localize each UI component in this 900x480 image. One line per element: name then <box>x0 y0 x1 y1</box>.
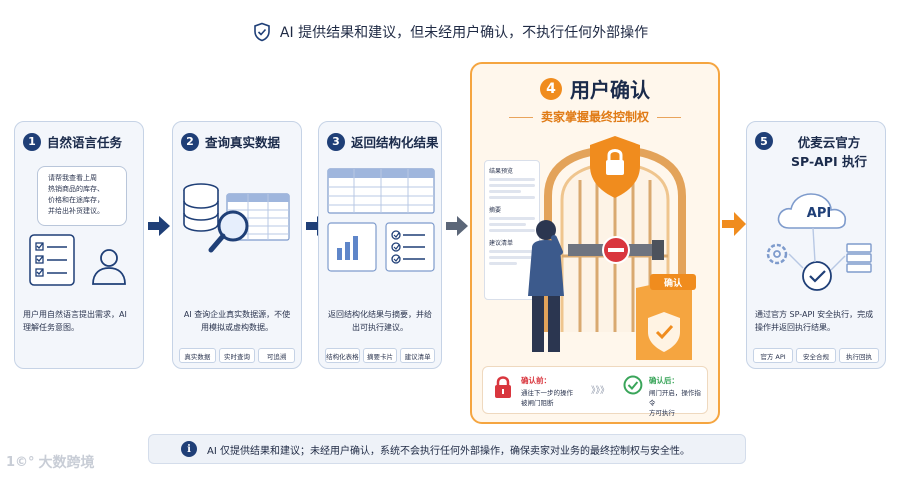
tag-realtime-query: 实时查询 <box>218 348 256 363</box>
bubble-line: 热销商品的库存、 <box>48 185 104 193</box>
step-5-description: 通过官方 SP-API 安全执行，完成操作并返回执行结果。 <box>755 310 874 332</box>
tag-official-api: 官方 API <box>753 348 793 363</box>
after-text-line: 方可执行 <box>648 409 675 417</box>
step-4-number: 4 <box>540 77 562 100</box>
step-2-title: 查询真实数据 <box>205 135 281 150</box>
banner-text: AI 提供结果和建议，但未经用户确认，不执行任何外部操作 <box>279 25 649 41</box>
step-1-card: 1 自然语言任务 请帮我查看上周 热销商品的库存、 价格和在途库存， 并给出补货… <box>14 121 144 369</box>
api-cloud-icon <box>766 193 872 291</box>
status-separator: 》》》 <box>591 386 610 396</box>
before-text-line: 被闸门阻断 <box>521 399 554 407</box>
step-3-number: 3 <box>327 132 345 151</box>
step-1-title: 自然语言任务 <box>47 135 123 150</box>
check-circle-icon <box>623 375 643 395</box>
tag-structured-table: 结构化表格 <box>325 348 360 363</box>
person-icon <box>528 220 564 352</box>
tag-suggestion-list: 建议清单 <box>400 348 436 363</box>
tag-real-data: 真实数据 <box>179 348 216 363</box>
flow-arrow-3 <box>446 216 468 240</box>
lock-icon <box>495 376 511 398</box>
after-title: 确认后： <box>648 376 679 385</box>
preview-summary-label: 摘要 <box>489 207 502 214</box>
bubble-line: 价格和在途库存， <box>48 196 104 204</box>
top-banner: AI 提供结果和建议，但未经用户确认，不执行任何外部操作 <box>0 18 900 46</box>
bubble-line: 并给出补货建议。 <box>48 207 104 215</box>
database-search-icon <box>183 183 290 253</box>
step-3-title: 返回结构化结果 <box>351 135 439 150</box>
step-2-description: AI 查询企业真实数据源，不使用模拟或虚构数据。 <box>183 310 291 332</box>
step-2-number: 2 <box>181 132 199 151</box>
step-2-card: 2 查询真实数据 AI 查询企业真实数据源，不使用模拟或虚构数据。 真实数据 实… <box>172 121 302 369</box>
preview-list-label: 建议清单 <box>489 240 514 247</box>
before-title: 确认前： <box>521 376 551 385</box>
shield-check-icon <box>254 22 270 42</box>
after-text-line: 闸门开启，操作指令 <box>648 389 701 407</box>
summary-card-icon <box>327 222 377 272</box>
structured-table-icon <box>327 168 435 214</box>
footer-text: AI 仅提供结果和建议；未经用户确认，系统不会执行任何外部操作，确保卖家对业务的… <box>207 445 690 457</box>
step-5-title-line: SP-API 执行 <box>791 154 867 169</box>
watermark: 1©° 大数跨境 <box>6 452 95 472</box>
footer-note: i AI 仅提供结果和建议；未经用户确认，系统不会执行任何外部操作，确保卖家对业… <box>148 434 746 464</box>
flow-arrow-4 <box>722 212 746 240</box>
bubble-line: 请帮我查看上周 <box>48 174 97 182</box>
step-3-card: 3 返回结构化结果 返回结构化结果与摘要，并给出可执行建议。 结构化表格 摘要卡… <box>318 121 442 369</box>
step-1-description: 用户用自然语言提出需求，AI 理解任务意图。 <box>23 310 127 332</box>
step-5-number: 5 <box>755 132 773 150</box>
step-4-subtitle: 卖家掌握最终控制权 <box>472 108 718 125</box>
blocked-bar-icon <box>568 236 664 264</box>
tag-execution-receipt: 执行回执 <box>839 348 879 363</box>
before-text-line: 通往下一步的操作 <box>521 389 573 397</box>
api-label: API <box>806 206 832 221</box>
result-preview-panel: 结果预览 摘要 建议清单 <box>484 160 540 300</box>
before-confirm: 确认前： 通往下一步的操作 被闸门阻断 <box>493 375 573 408</box>
request-speech-bubble: 请帮我查看上周 热销商品的库存、 价格和在途库存， 并给出补货建议。 <box>37 166 127 226</box>
checklist-icon <box>29 234 75 286</box>
gate-status-panel: 确认前： 通往下一步的操作 被闸门阻断 》》》 确认后： 闸门开启，操作指令 方… <box>482 366 708 417</box>
info-icon: i <box>181 441 197 457</box>
after-confirm: 确认后： 闸门开启，操作指令 方可执行 <box>623 375 707 418</box>
step-4-card: 4 用户确认 卖家掌握最终控制权 结果预览 摘要 建议清单 <box>470 62 720 424</box>
flow-arrow-1 <box>148 216 170 240</box>
step-5-title-line: 优麦云官方 <box>797 135 861 150</box>
preview-title: 结果预览 <box>489 168 514 175</box>
confirm-kiosk-icon <box>636 276 692 360</box>
step-1-number: 1 <box>23 132 41 151</box>
suggestion-list-icon <box>385 222 435 272</box>
confirm-button[interactable]: 确认 <box>650 274 696 290</box>
user-icon <box>92 249 126 285</box>
tag-security-compliance: 安全合规 <box>796 348 836 363</box>
watermark-logo: 1©° <box>6 454 35 470</box>
step-3-description: 返回结构化结果与摘要，并给出可执行建议。 <box>328 310 432 332</box>
step-4-title: 用户确认 <box>570 78 650 102</box>
tag-traceable: 可追溯 <box>258 348 296 363</box>
step-5-card: 5 优麦云官方 SP-API 执行 API 通过官方 SP-API 安全执行，完… <box>746 121 886 369</box>
watermark-text: 大数跨境 <box>38 455 95 471</box>
tag-summary-card: 摘要卡片 <box>362 348 398 363</box>
